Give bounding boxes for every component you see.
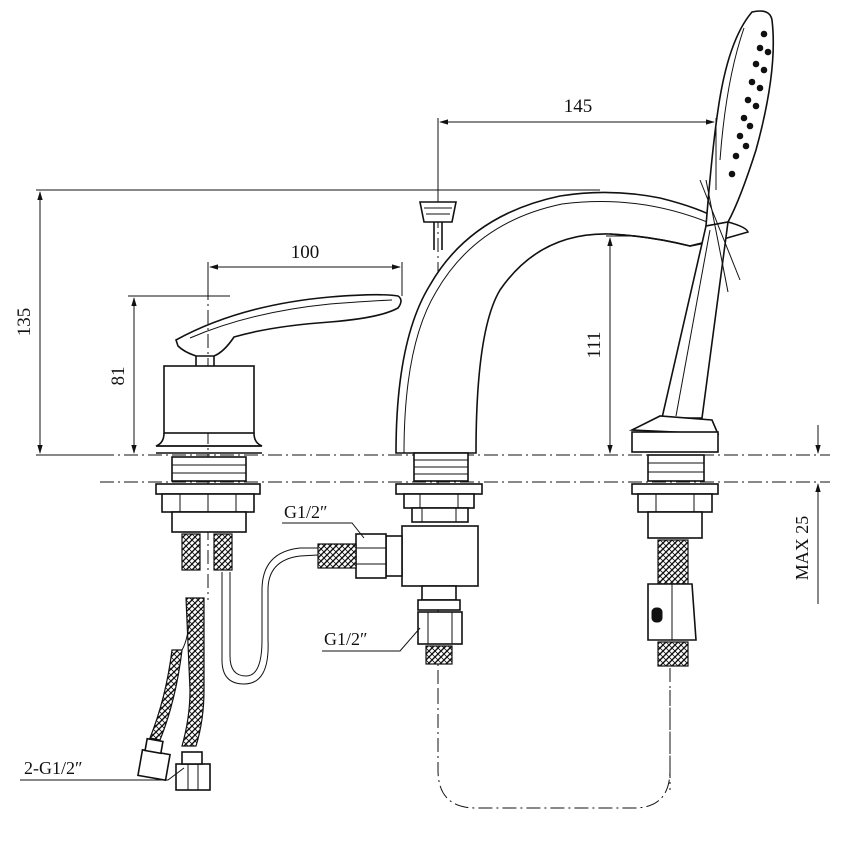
dim-handle-reach: 100 (291, 242, 320, 263)
dim-total-height: 135 (14, 308, 35, 337)
dim-spout-reach: 145 (564, 96, 593, 117)
label-hose-connections: 2-G1/2″ (24, 758, 83, 778)
flexible-hoses (137, 547, 319, 791)
handle-valve (155, 293, 402, 571)
label-spout-inlet-top: G1/2″ (284, 502, 328, 522)
label-spout-inlet-bottom: G1/2″ (324, 629, 368, 649)
spout-assembly (317, 191, 750, 665)
dim-handle-height: 81 (108, 367, 129, 386)
hand-shower (628, 10, 775, 667)
dimension-lines (20, 118, 821, 781)
dim-max-deck: MAX 25 (792, 516, 812, 581)
dim-spout-height: 111 (584, 331, 605, 358)
